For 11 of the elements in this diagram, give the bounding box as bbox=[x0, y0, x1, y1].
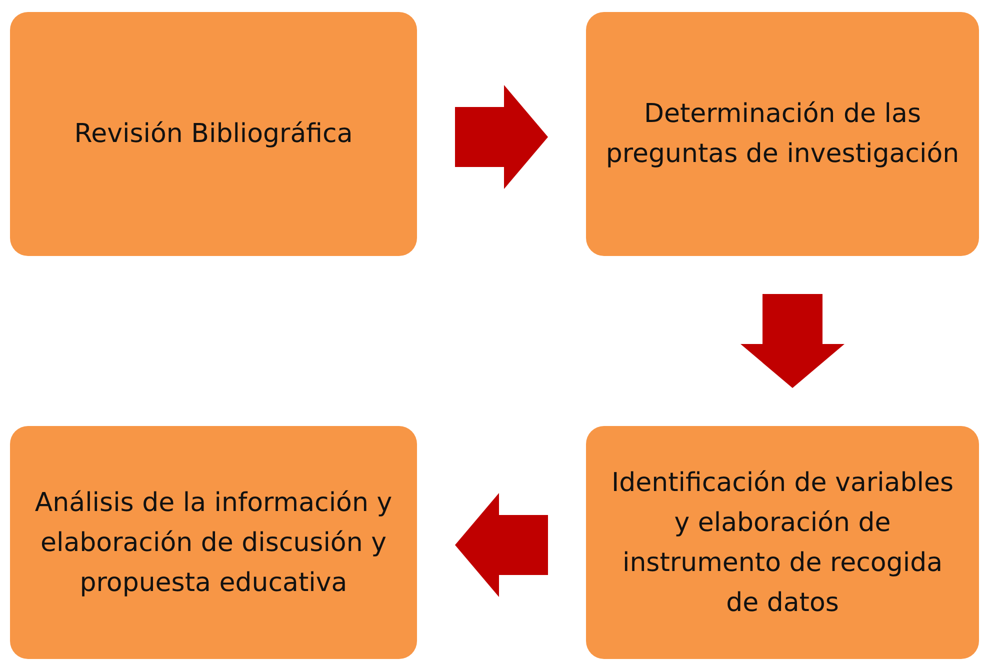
process-box bbox=[10, 12, 417, 256]
step-text: Análisis de la información y elaboración de discusión y propuesta educativa bbox=[34, 486, 394, 600]
block-arrow bbox=[740, 294, 844, 388]
process-box bbox=[586, 12, 979, 256]
step-text: Revisión Bibliográfica bbox=[74, 118, 353, 151]
process-box bbox=[10, 426, 417, 659]
process-box bbox=[586, 426, 979, 659]
step-text: Identificación de variables y elaboración de instrumento de recogida de datos bbox=[610, 466, 955, 620]
block-arrow bbox=[455, 85, 548, 189]
block-arrow bbox=[455, 493, 548, 597]
step-text: Determinación de las preguntas de investigación bbox=[604, 98, 960, 171]
